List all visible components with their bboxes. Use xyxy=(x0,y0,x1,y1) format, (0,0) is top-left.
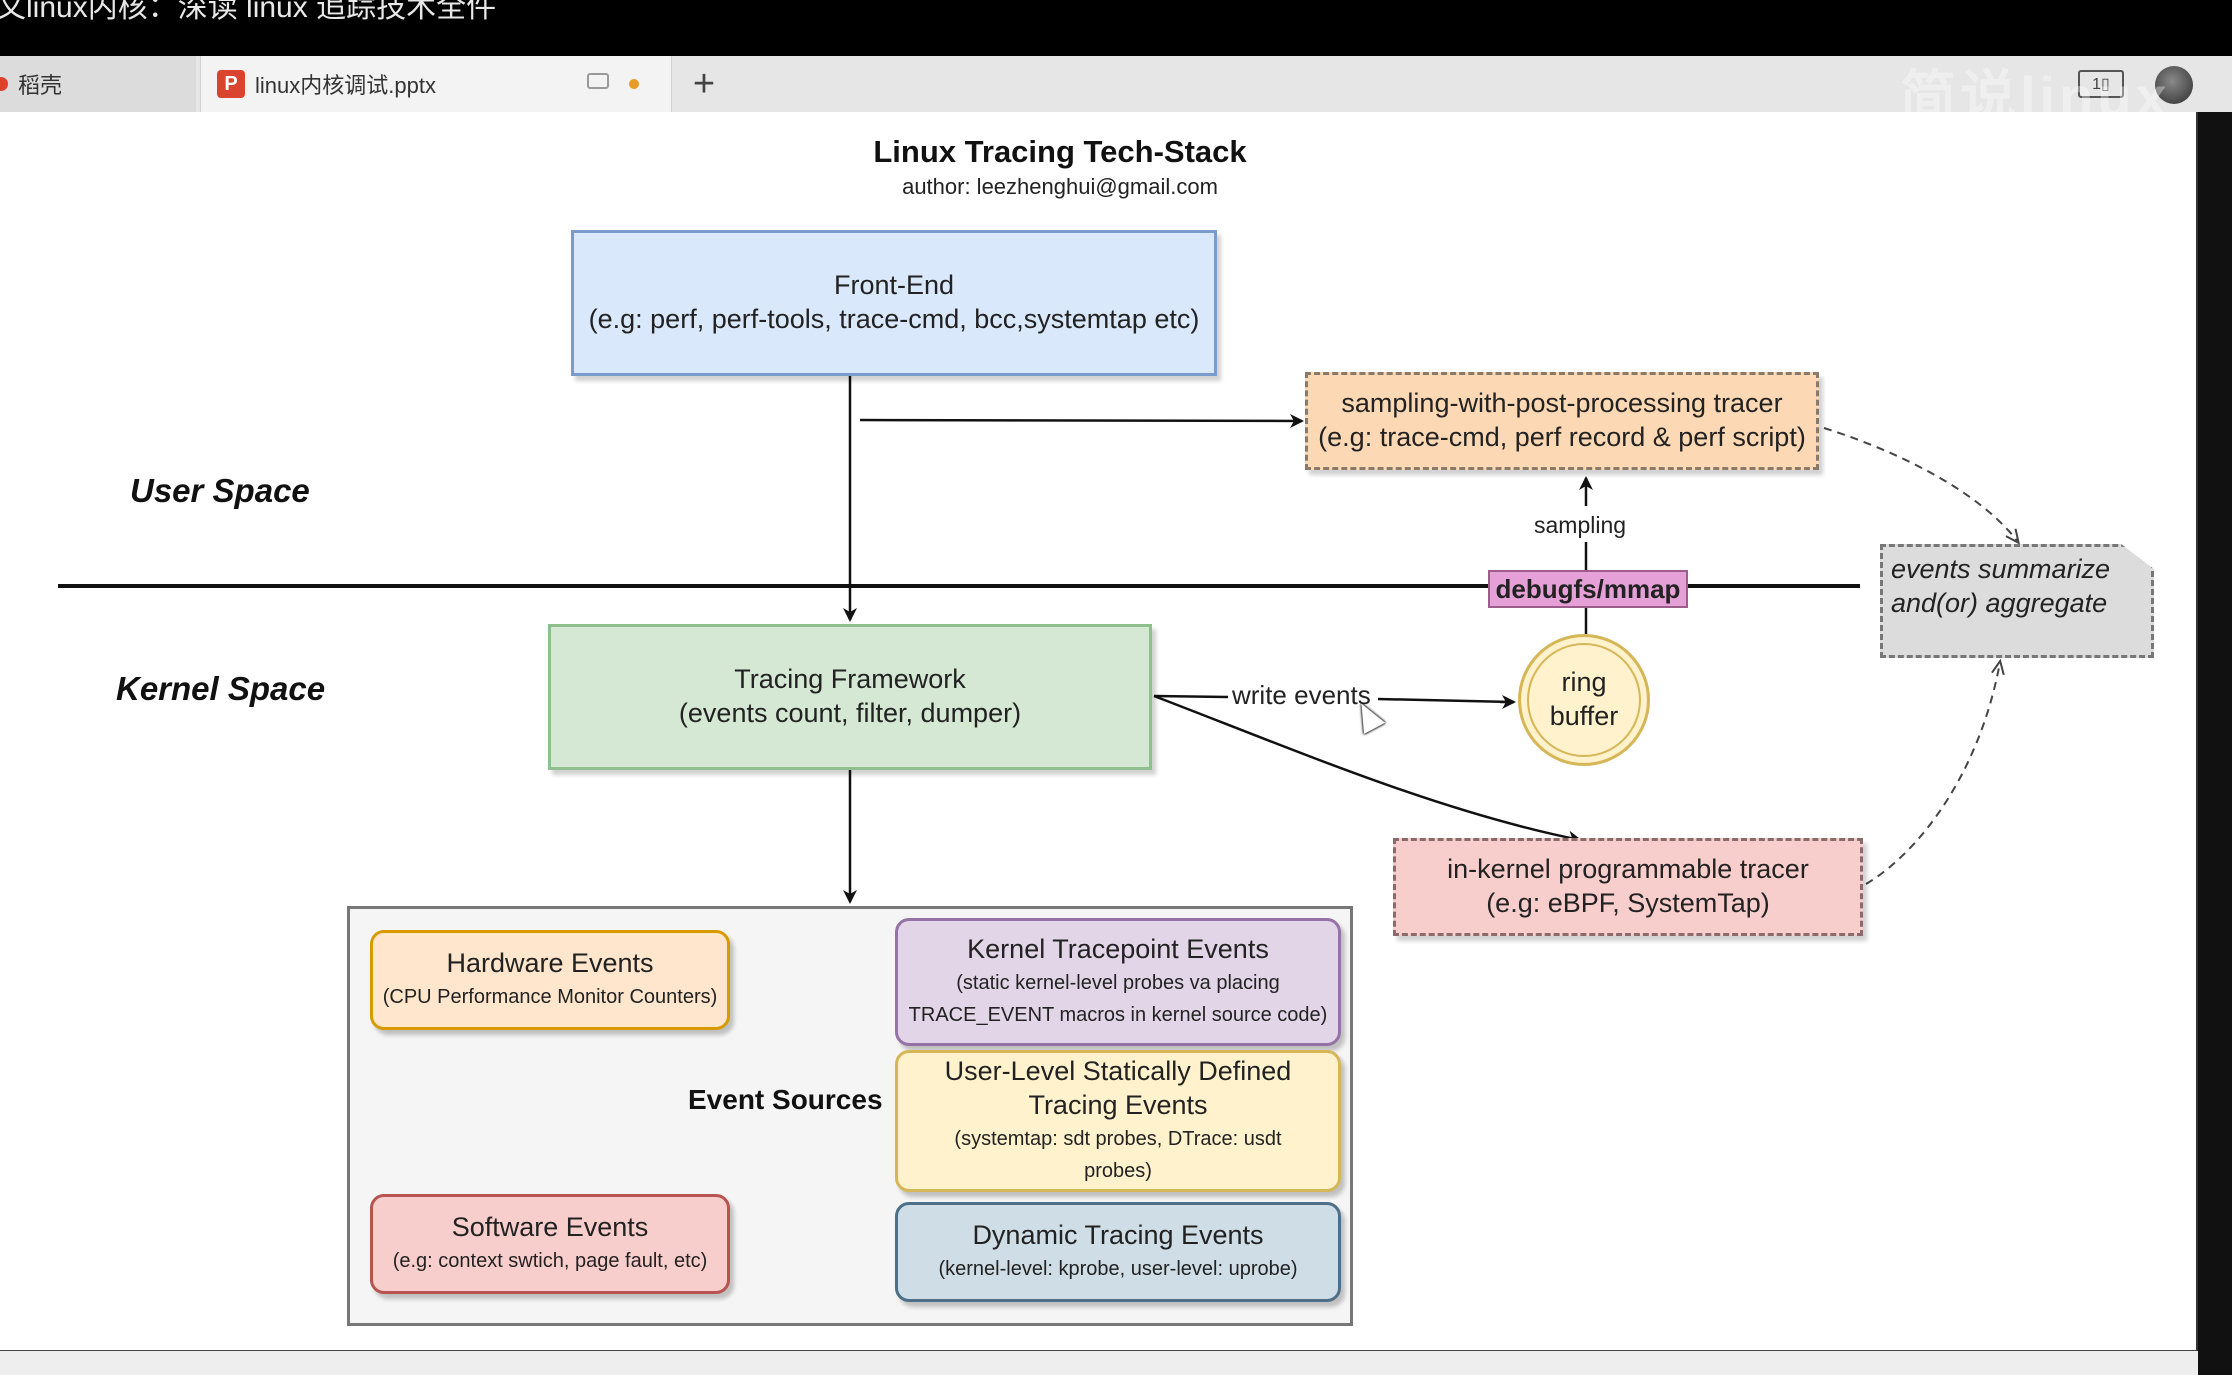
arrow-frontend-to-sampling-tracer xyxy=(859,413,1304,428)
framework-detail: (events count, filter, dumper) xyxy=(678,698,1022,728)
avatar[interactable] xyxy=(2155,66,2193,104)
tab-daoke[interactable]: 稻壳 xyxy=(0,56,196,112)
dashed-arrow-inkernel-to-summarize xyxy=(1865,662,2000,885)
hardware-events-detail: (CPU Performance Monitor Counters) xyxy=(382,985,718,1008)
summarize-line2: and(or) aggregate xyxy=(1891,587,2108,618)
ring-buffer-line2: buffer xyxy=(1549,701,1619,731)
tab-label: linux内核调试.pptx xyxy=(255,73,436,98)
unsaved-dot-icon xyxy=(629,79,639,89)
inkernel-tracer-detail: (e.g: eBPF, SystemTap) xyxy=(1486,888,1770,918)
kernel-space-label: Kernel Space xyxy=(116,670,326,707)
usdt-detail-1: (systemtap: sdt probes, DTrace: usdt xyxy=(954,1127,1282,1150)
title-bar: 文linux内核：深读 linux 追踪技术全件 xyxy=(0,0,2232,56)
slide-canvas: Linux Tracing Tech-Stack author: leezhen… xyxy=(0,112,2198,1352)
event-sources-label: Event Sources xyxy=(688,1084,883,1115)
dynamic-tracing-title: Dynamic Tracing Events xyxy=(972,1220,1264,1251)
tab-bar: 稻壳 P linux内核调试.pptx + 1▯ xyxy=(0,56,2232,113)
user-space-label: User Space xyxy=(130,472,310,509)
usdt-detail-2: probes) xyxy=(1084,1159,1152,1182)
kernel-tracepoint-title: Kernel Tracepoint Events xyxy=(967,934,1269,965)
software-events-box: Software Events (e.g: context swtich, pa… xyxy=(370,1194,730,1294)
arrow-write-events xyxy=(1153,694,1513,704)
inkernel-tracer-box: in-kernel programmable tracer (e.g: eBPF… xyxy=(1393,838,1863,936)
tab-label: 稻壳 xyxy=(18,73,63,98)
window-caption: 文linux内核：深读 linux 追踪技术全件 xyxy=(0,0,497,24)
debugfs-mmap-label: debugfs/mmap xyxy=(1488,570,1688,608)
sampling-tracer-title: sampling-with-post-processing tracer xyxy=(1341,388,1783,419)
ring-buffer-circle: ring buffer xyxy=(1518,634,1650,766)
tab-pptx-document[interactable]: P linux内核调试.pptx xyxy=(200,56,672,112)
kernel-tracepoint-events-box: Kernel Tracepoint Events (static kernel-… xyxy=(895,918,1341,1046)
summarize-line1: events summarize xyxy=(1891,554,2111,584)
kernel-tracepoint-detail-1: (static kernel-level probes va placing xyxy=(956,971,1280,994)
dynamic-tracing-events-box: Dynamic Tracing Events (kernel-level: kp… xyxy=(895,1202,1341,1302)
arrow-framework-to-inkernel-tracer xyxy=(1153,694,1582,845)
framework-title: Tracing Framework xyxy=(734,664,966,695)
usdt-title-1: User-Level Statically Defined xyxy=(944,1056,1292,1087)
dynamic-tracing-detail: (kernel-level: kprobe, user-level: uprob… xyxy=(938,1257,1298,1280)
hardware-events-box: Hardware Events (CPU Performance Monitor… xyxy=(370,930,730,1030)
presentation-file-icon: P xyxy=(217,70,245,98)
layout-icon[interactable]: 1▯ xyxy=(2078,70,2124,98)
inkernel-tracer-title: in-kernel programmable tracer xyxy=(1447,854,1809,885)
usdt-events-box: User-Level Statically Defined Tracing Ev… xyxy=(895,1050,1341,1192)
ring-buffer-line1: ring xyxy=(1561,667,1607,698)
usdt-title-2: Tracing Events xyxy=(1028,1090,1208,1120)
frontend-box: Front-End (e.g: perf, perf-tools, trace-… xyxy=(571,230,1217,376)
sampling-label: sampling xyxy=(1534,512,1627,538)
frontend-detail: (e.g: perf, perf-tools, trace-cmd, bcc,s… xyxy=(588,304,1200,334)
slide-author: author: leezhenghui@gmail.com xyxy=(902,174,1218,199)
kernel-tracepoint-detail-2: TRACE_EVENT macros in kernel source code… xyxy=(908,1003,1328,1026)
bottom-edge-strip xyxy=(0,1351,2198,1375)
right-edge-strip xyxy=(2198,112,2232,1375)
frontend-title: Front-End xyxy=(833,270,955,301)
tracing-framework-box: Tracing Framework (events count, filter,… xyxy=(548,624,1152,770)
summarize-note: events summarize and(or) aggregate xyxy=(1880,544,2154,658)
software-events-detail: (e.g: context swtich, page fault, etc) xyxy=(392,1249,708,1272)
app-logo-icon xyxy=(0,77,8,91)
dashed-arrow-sampling-to-summarize xyxy=(1823,427,2018,542)
sampling-tracer-detail: (e.g: trace-cmd, perf record & perf scri… xyxy=(1318,422,1806,452)
hardware-events-title: Hardware Events xyxy=(446,948,654,979)
software-events-title: Software Events xyxy=(451,1212,649,1243)
write-events-label: write events xyxy=(1232,680,1371,711)
add-tab-button[interactable]: + xyxy=(692,62,716,105)
presentation-icon[interactable] xyxy=(587,73,609,89)
slide-title: Linux Tracing Tech-Stack xyxy=(873,134,1247,169)
sampling-tracer-box: sampling-with-post-processing tracer (e.… xyxy=(1305,372,1819,470)
